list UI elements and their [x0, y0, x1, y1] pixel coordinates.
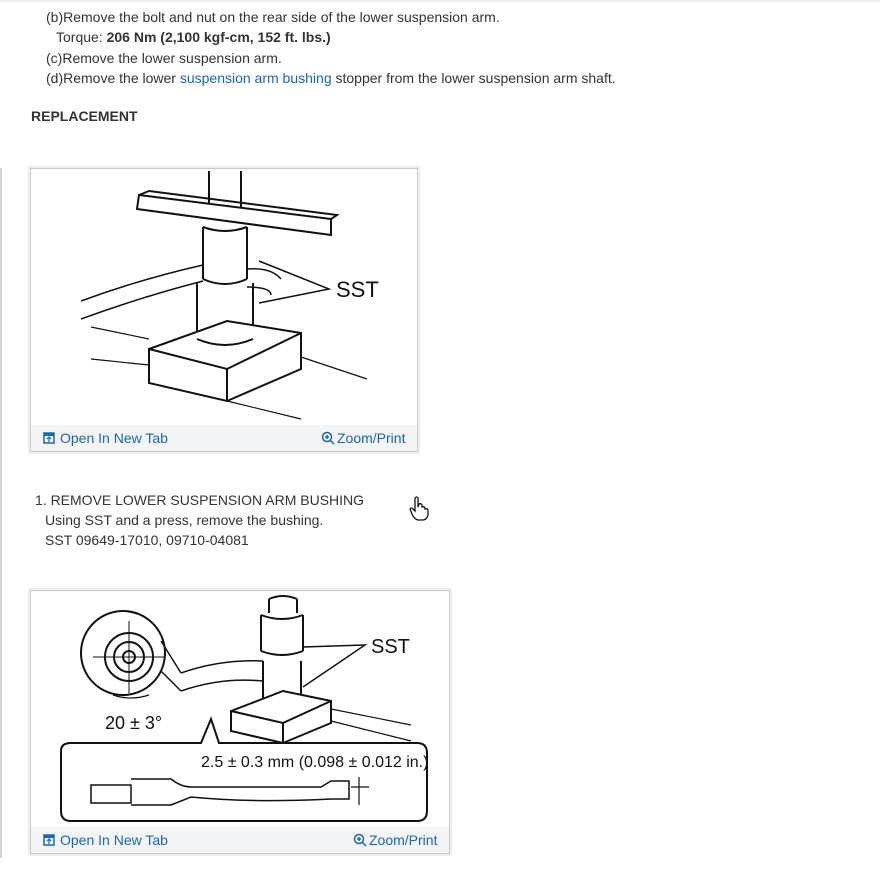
zoom-print-link[interactable]: Zoom/Print: [321, 430, 405, 446]
step-1-sst: SST 09649-17010, 09710-04081: [45, 532, 249, 548]
open-in-new-tab-icon: [43, 432, 55, 444]
press-illustration: SST: [80, 171, 379, 420]
figure-2-toolbar: Open In New Tab Zoom/Print: [31, 827, 449, 853]
step-d: (d)Remove the lower suspension arm bushi…: [46, 70, 616, 86]
zoom-icon: [353, 833, 367, 847]
bushing-illustration: SST 20 ± 3° 2.5 ± 0.3 mm (0.098 ± 0.012 …: [60, 595, 428, 822]
bushing-link[interactable]: suspension arm bushing: [179, 70, 332, 86]
hand-cursor-icon: [409, 496, 429, 521]
sst-label: SST: [336, 277, 379, 302]
open-in-new-tab-link[interactable]: Open In New Tab: [43, 430, 168, 446]
figure-2: SST 20 ± 3° 2.5 ± 0.3 mm (0.098 ± 0.012 …: [30, 590, 450, 854]
figure-1: SST Open In New Tab Zoom/Print: [30, 168, 418, 452]
section-heading: REPLACEMENT: [31, 108, 138, 124]
figure-1-toolbar: Open In New Tab Zoom/Print: [31, 425, 417, 451]
dimension-label: 2.5 ± 0.3 mm (0.098 ± 0.012 in.): [201, 754, 428, 771]
step-c: (c)Remove the lower suspension arm.: [46, 50, 282, 66]
sst-label-2: SST: [371, 636, 410, 658]
step-1-title: 1. REMOVE LOWER SUSPENSION ARM BUSHING: [35, 492, 365, 508]
zoom-icon: [321, 431, 335, 445]
step-b: (b)Remove the bolt and nut on the rear s…: [46, 9, 500, 25]
zoom-print-link-2[interactable]: Zoom/Print: [353, 832, 437, 848]
angle-label: 20 ± 3°: [105, 713, 162, 733]
torque-spec: Torque: 206 Nm (2,100 kgf-cm, 152 ft. lb…: [56, 29, 331, 45]
open-in-new-tab-link-2[interactable]: Open In New Tab: [43, 832, 168, 848]
top-divider: [0, 0, 880, 3]
left-edge: [0, 168, 2, 858]
open-in-new-tab-icon: [43, 834, 55, 846]
step-1-instruction: Using SST and a press, remove the bushin…: [45, 512, 324, 528]
